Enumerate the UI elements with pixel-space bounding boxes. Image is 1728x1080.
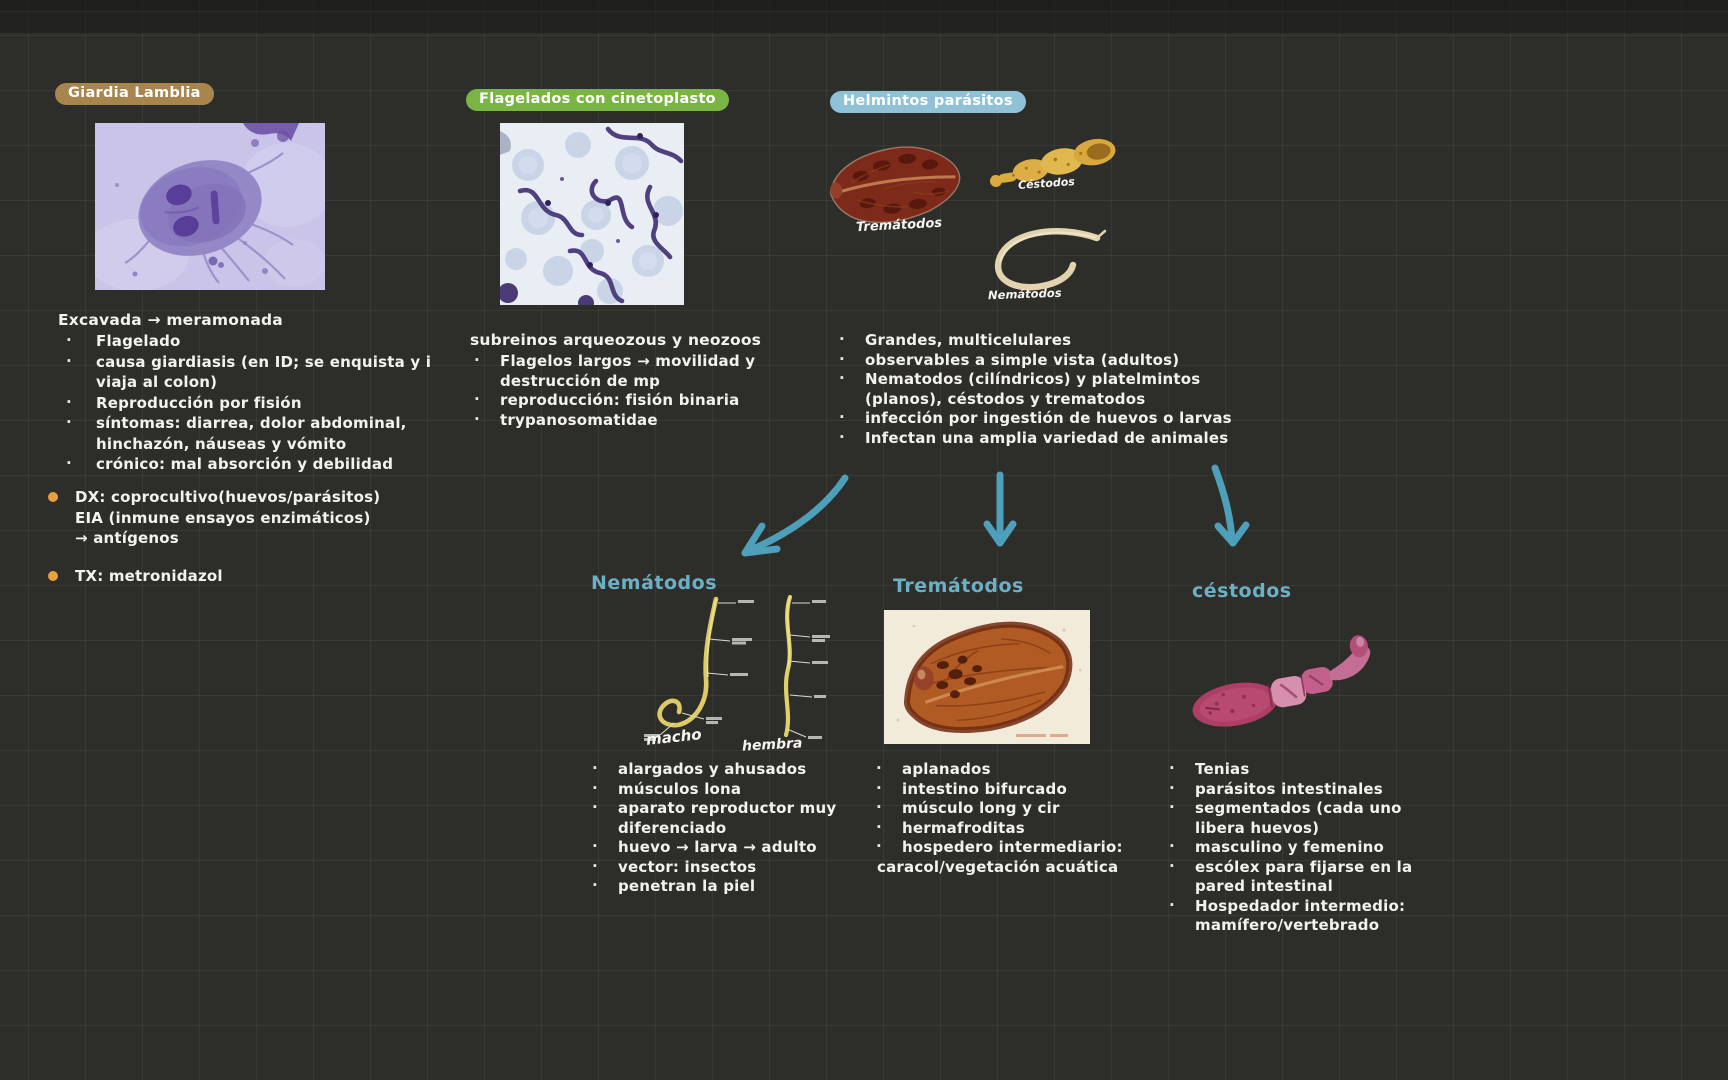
- trematodos-continuation-line: caracol/vegetación acuática: [877, 858, 1119, 876]
- list-item: observables a simple vista (adultos): [835, 350, 1240, 371]
- trematodos-bullet-list: aplanadosintestino bifurcadomúsculo long…: [872, 759, 1132, 858]
- trematode-photo[interactable]: [822, 138, 972, 230]
- cestodos-bullet-list: Teniasparásitos intestinalessegmentados …: [1165, 759, 1423, 936]
- giardia-intro: Excavada → meramonada: [58, 311, 283, 329]
- flagelados-intro: subreinos arqueozous y neozoos: [470, 331, 762, 349]
- list-item: Flagelado: [58, 330, 436, 352]
- nematode-photo[interactable]: [985, 222, 1107, 294]
- list-item: hermafroditas: [872, 818, 1132, 839]
- list-item: Reproducción por fisión: [58, 392, 436, 414]
- giardia-micrograph-drawing: [85, 123, 333, 291]
- list-item: reproducción: fisión binaria: [470, 390, 770, 411]
- cestodos-subheading: céstodos: [1192, 580, 1292, 602]
- liver-fluke-image[interactable]: [884, 610, 1090, 744]
- nematode-anatomy-diagram[interactable]: [620, 594, 840, 755]
- list-item: músculos lona: [588, 779, 846, 800]
- cestode-photo[interactable]: [982, 136, 1124, 192]
- list-item: trypanosomatidae: [470, 410, 770, 431]
- arrow-to-nematodos: [744, 474, 849, 555]
- section-flagelados-header: Flagelados con cinetoplasto: [466, 88, 729, 111]
- giardia-bullet-list: Flageladocausa giardiasis (en ID; se enq…: [58, 330, 436, 475]
- list-item: DX: coprocultivo(huevos/parásitos) EIA (…: [48, 487, 384, 549]
- list-item: hospedero intermediario:: [872, 837, 1132, 858]
- branch-arrows: [700, 455, 1300, 570]
- nematode-drawing: [994, 228, 1107, 291]
- list-item: penetran la piel: [588, 876, 846, 897]
- cestode-drawing: [989, 138, 1116, 187]
- list-item: parásitos intestinales: [1165, 779, 1423, 800]
- list-item: infección por ingestión de huevos o larv…: [835, 408, 1240, 429]
- trypanosome-image[interactable]: [498, 123, 684, 311]
- list-item: huevo → larva → adulto: [588, 837, 846, 858]
- list-item: TX: metronidazol: [48, 566, 384, 587]
- list-item: músculo long y cir: [872, 798, 1132, 819]
- list-item: Tenias: [1165, 759, 1423, 780]
- trematode-drawing: [829, 146, 961, 224]
- list-item: aparato reproductor muy diferenciado: [588, 798, 846, 838]
- trypanosome-smear-drawing: [498, 123, 684, 311]
- list-item: Flagelos largos → movilidad y destrucció…: [470, 351, 770, 391]
- list-item: aplanados: [872, 759, 1132, 780]
- list-item: escólex para fijarse en la pared intesti…: [1165, 857, 1423, 897]
- list-item: síntomas: diarrea, dolor abdominal, hinc…: [58, 412, 436, 454]
- arrow-to-cestodos: [1211, 464, 1236, 543]
- giardia-dx-tx-notes: DX: coprocultivo(huevos/parásitos) EIA (…: [48, 487, 384, 603]
- section-giardia-header: Giardia Lamblia: [55, 82, 214, 105]
- liver-fluke-drawing: [884, 610, 1090, 744]
- flagelados-bullet-list: Flagelos largos → movilidad y destrucció…: [470, 351, 770, 431]
- list-item: segmentados (cada uno libera huevos): [1165, 798, 1423, 838]
- list-item: crónico: mal absorción y debilidad: [58, 453, 436, 475]
- giardia-title-badge: Giardia Lamblia: [55, 83, 214, 105]
- helmintos-bullet-list: Grandes, multicelularesobservables a sim…: [835, 330, 1240, 449]
- trematodos-handwritten-label: Tremátodos: [855, 215, 943, 236]
- list-item: masculino y femenino: [1165, 837, 1423, 858]
- list-item: alargados y ahusados: [588, 759, 846, 780]
- list-item: Hospedador intermedio: mamífero/vertebra…: [1165, 896, 1423, 936]
- list-item: vector: insectos: [588, 857, 846, 878]
- tapeworm-drawing: [1192, 635, 1371, 727]
- hembra-handwritten-label: hembra: [741, 735, 803, 755]
- nematode-diagram-drawing: [644, 594, 830, 741]
- list-item: Nematodos (cilíndricos) y platelmintos (…: [835, 369, 1240, 409]
- tapeworm-image[interactable]: [1180, 633, 1375, 733]
- nematodos-handwritten-label: Nemátodos: [987, 285, 1062, 303]
- list-item: causa giardiasis (en ID; se enquista y i…: [58, 351, 436, 393]
- giardia-image[interactable]: [85, 123, 333, 291]
- page-top-margin: [0, 0, 1728, 34]
- list-item: Infectan una amplia variedad de animales: [835, 428, 1240, 449]
- nematodos-bullet-list: alargados y ahusadosmúsculos lonaaparato…: [588, 759, 846, 897]
- flagelados-title-badge: Flagelados con cinetoplasto: [466, 89, 729, 111]
- list-item: intestino bifurcado: [872, 779, 1132, 800]
- helmintos-title-badge: Helmintos parásitos: [830, 91, 1026, 113]
- list-item: Grandes, multicelulares: [835, 330, 1240, 351]
- nematodos-subheading: Nemátodos: [591, 572, 718, 594]
- trematodos-subheading: Tremátodos: [893, 575, 1024, 597]
- section-helmintos-header: Helmintos parásitos: [830, 90, 1026, 113]
